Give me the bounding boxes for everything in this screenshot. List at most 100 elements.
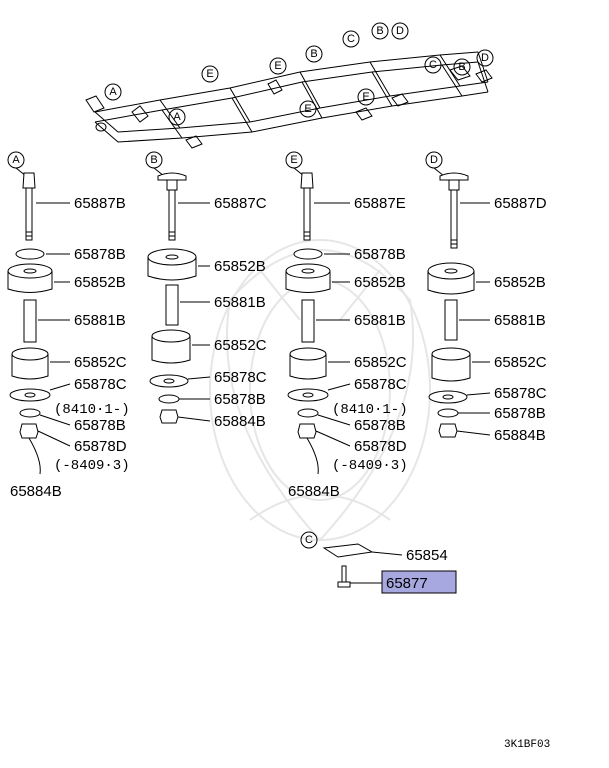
part-label: 65877: [386, 575, 428, 592]
part-label: 65852C: [494, 354, 547, 371]
part-label: 65884B: [494, 427, 546, 444]
date-range: (8410·1-): [332, 402, 408, 418]
part-label: 65887D: [494, 195, 547, 212]
small-washer: [158, 394, 180, 404]
part-label: 65881B: [494, 312, 546, 329]
small-bolt: [341, 565, 347, 583]
part-label: 65884B: [214, 413, 266, 430]
part-label: 65852C: [214, 337, 267, 354]
svg-text:C: C: [347, 33, 355, 45]
washer: [293, 248, 323, 260]
callout-e-4: E: [357, 88, 375, 106]
date-range: (-8409·3): [54, 458, 130, 474]
collar: [444, 299, 458, 341]
svg-text:B: B: [376, 25, 383, 37]
date-range: (-8409·3): [332, 458, 408, 474]
svg-text:B: B: [150, 154, 157, 166]
column-a: A 65887B 65878B 65852B 65881B 65852C 658…: [7, 151, 130, 500]
lower-cushion: [11, 347, 49, 361]
column-d: D 65887D 65852B 65881B 65852C 65878C 658…: [425, 151, 547, 444]
part-label: 65878B: [354, 246, 406, 263]
callout-a-2: A: [168, 108, 186, 126]
bolt-shank: [25, 187, 33, 241]
small-washer: [19, 408, 41, 418]
svg-text:E: E: [304, 103, 311, 115]
bolt-shank: [303, 187, 311, 241]
callout-e-1: E: [201, 65, 219, 83]
bolt-head: [300, 172, 314, 189]
callout-a-1: A: [104, 83, 122, 101]
column-b: B 65887C 65852B 65881B 65852C 65878C 658…: [145, 151, 267, 430]
part-label: 65881B: [354, 312, 406, 329]
plate: [322, 543, 374, 558]
svg-text:D: D: [430, 154, 438, 166]
highlight-box: [381, 570, 457, 594]
flange-bolt-head: [439, 172, 469, 181]
svg-text:C: C: [305, 534, 313, 546]
part-label: 65854: [406, 547, 448, 564]
collar: [23, 299, 37, 343]
small-washer: [297, 408, 319, 418]
svg-text:A: A: [12, 154, 20, 166]
bolt-head: [22, 172, 36, 189]
part-label: 65884B: [288, 483, 340, 500]
callout-e-3: E: [299, 100, 317, 118]
part-label: 65887B: [74, 195, 126, 212]
lower-cushion: [151, 329, 191, 343]
part-label: 65887C: [214, 195, 267, 212]
svg-text:D: D: [396, 25, 404, 37]
detail-c-key: C: [300, 531, 318, 549]
detail-c: C 65854 65877: [300, 531, 457, 594]
svg-text:E: E: [206, 68, 213, 80]
callout-c-1: C: [342, 30, 360, 48]
part-label: 65878D: [74, 438, 127, 455]
bolt-shank: [168, 189, 176, 241]
washer: [15, 248, 45, 260]
part-label: 65852B: [214, 258, 266, 275]
date-range: (8410·1-): [54, 402, 130, 418]
part-label: 65852C: [74, 354, 127, 371]
part-label: 65878B: [214, 391, 266, 408]
part-label: 65852C: [354, 354, 407, 371]
column-b-key: B: [145, 151, 163, 169]
part-label: 65881B: [74, 312, 126, 329]
lower-cushion: [431, 347, 471, 361]
lower-cushion: [289, 347, 327, 361]
svg-text:B: B: [310, 48, 317, 60]
callout-b-1: B: [305, 45, 323, 63]
part-label: 65881B: [214, 294, 266, 311]
callout-b-2: B: [371, 22, 389, 40]
bolt-shank: [450, 189, 458, 249]
nut: [159, 409, 179, 424]
flange-bolt-head: [157, 172, 187, 181]
nut: [19, 423, 39, 439]
callout-c-2: C: [424, 56, 442, 74]
nut: [297, 423, 317, 439]
svg-text:E: E: [362, 91, 369, 103]
svg-text:E: E: [290, 154, 297, 166]
svg-text:A: A: [173, 111, 181, 123]
part-label: 65878B: [74, 246, 126, 263]
part-label: 65878B: [354, 417, 406, 434]
part-label: 65878C: [354, 376, 407, 393]
callout-d-1: D: [391, 22, 409, 40]
nut: [438, 423, 458, 438]
frame-callouts: A A E E B C B D E C B D E: [104, 22, 494, 126]
collar: [165, 284, 179, 326]
part-label: 65878C: [494, 385, 547, 402]
column-a-key: A: [7, 151, 25, 169]
part-label: 65878C: [74, 376, 127, 393]
column-e: E 65887E 65878B 65852B 65881B 65852C 658…: [285, 151, 408, 500]
part-label: 65887E: [354, 195, 406, 212]
callout-b-3: B: [453, 58, 471, 76]
part-label: 65852B: [494, 274, 546, 291]
callout-d-2: D: [476, 49, 494, 67]
part-label: 65852B: [74, 274, 126, 291]
part-label: 65884B: [10, 483, 62, 500]
part-label: 65852B: [354, 274, 406, 291]
svg-text:B: B: [458, 61, 465, 73]
svg-text:A: A: [109, 86, 117, 98]
callout-e-2: E: [269, 57, 287, 75]
part-label: 65878B: [494, 405, 546, 422]
svg-text:E: E: [274, 60, 281, 72]
